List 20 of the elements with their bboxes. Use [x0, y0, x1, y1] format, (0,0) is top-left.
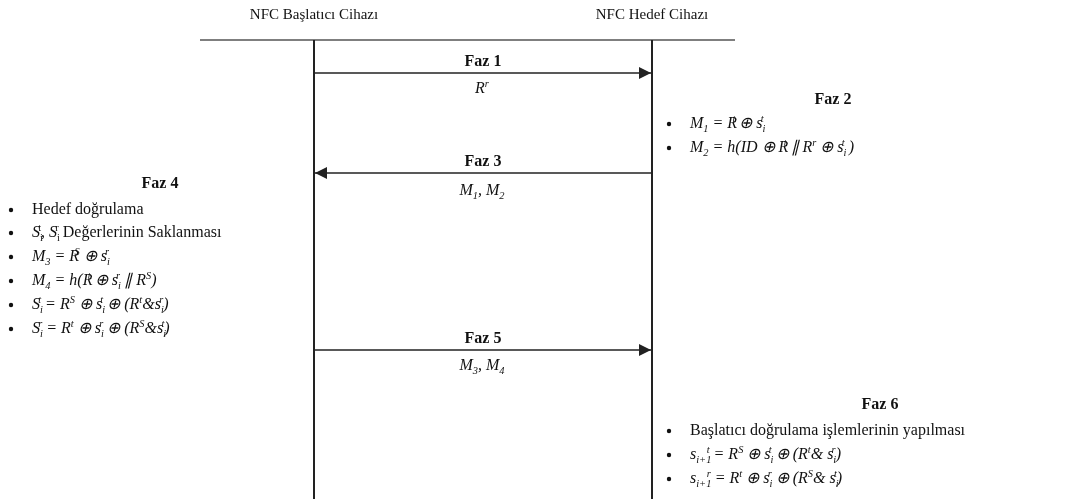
formula: M$_{2}$ = h(ID ⊕ R$^{t}$ ∥ R$^{r}$ ⊕ s$_{i}$$^{t}$ ) [690, 137, 855, 157]
formula: s$_{i+1}$$^{t}$ = R$^{S}$ ⊕ s$_{i}$$^{t}$ ⊕ (R$^{t}$& s$_{i}$$^{r}$) [690, 444, 841, 464]
phase-heading: Faz 4 [141, 173, 179, 193]
list-item: Başlatıcı doğrulama işlemlerinin yapılması [690, 420, 966, 440]
arrow [314, 67, 652, 79]
list-item: Hedef doğrulama [32, 199, 144, 219]
formula: s$_{i+1}$$^{r}$ = R$^{t}$ ⊕ s$_{i}$$^{r}$ ⊕ (R$^{S}$& s$_{i}$$^{t}$) [690, 468, 843, 488]
device-title: NFC Başlatıcı Cihazı [249, 6, 379, 23]
formula: M$_{4}$ = h(R$^{t}$ ⊕ s$_{i}$$^{r}$ ∥ R$^{S}$) [32, 270, 157, 290]
formula: S$_{i}$$^{t}$ = R$^{S}$ ⊕ s$_{i}$$^{t}$ ⊕ (R$^{t}$&s$_{i}$$^{r}$) [32, 294, 169, 314]
message-label: M$_{3}$, M$_{4}$ [459, 355, 505, 375]
phase-heading: Faz 6 [861, 394, 899, 414]
arrow [314, 344, 652, 356]
device-title: NFC Hedef Cihazı [595, 6, 709, 23]
message-label: R$^{r}$ [475, 78, 489, 98]
arrow [314, 167, 652, 179]
formula: S$_{i}$$^{r}$ = R$^{t}$ ⊕ s$_{i}$$^{r}$ ⊕ (R$^{S}$&s$_{i}$$^{t}$) [32, 318, 170, 338]
list-item: S$_{i}$$^{t}$, S$_{i}$$^{r}$ Değerlerinin Saklanması [32, 222, 222, 242]
message-label: M$_{1}$, M$_{2}$ [459, 180, 505, 200]
phase-heading: Faz 2 [814, 89, 852, 109]
